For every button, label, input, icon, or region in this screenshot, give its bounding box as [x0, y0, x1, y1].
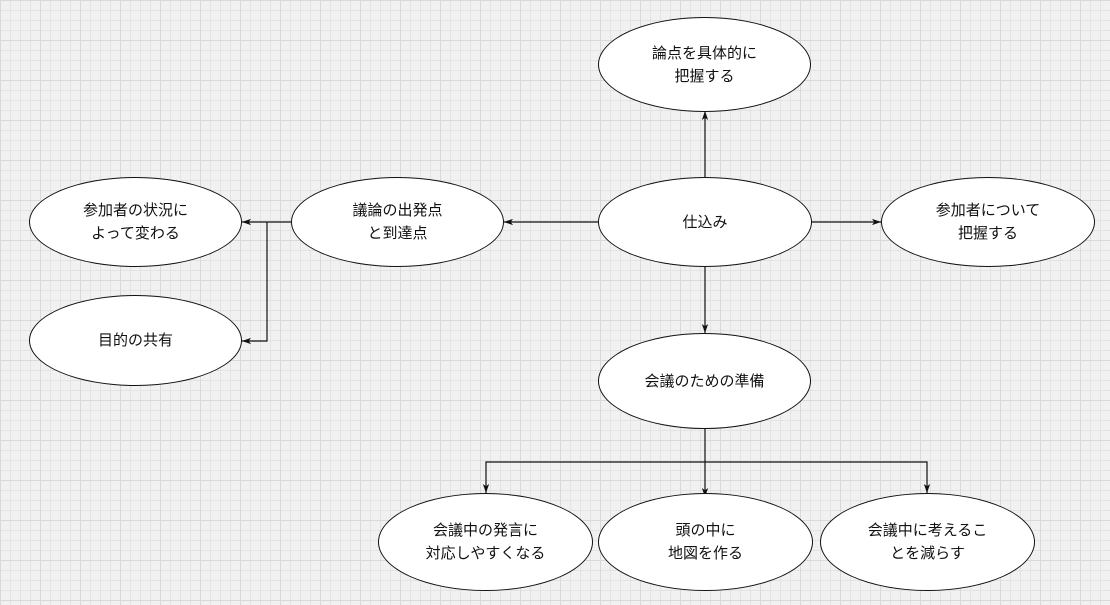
node-meeting-prep[interactable]: 会議のための準備 [598, 333, 811, 429]
edge-meeting-prep-to-respond [482, 461, 705, 493]
node-grasp-issues[interactable]: 論点を具体的に 把握する [598, 17, 811, 112]
node-map-head[interactable]: 頭の中に 地図を作る [598, 493, 813, 591]
node-respond[interactable]: 会議中の発言に 対応しやすくなる [378, 493, 593, 591]
edge-start-end-to-shared-purpose [242, 222, 268, 345]
node-shared-purpose[interactable]: 目的の共有 [29, 295, 242, 386]
node-varies[interactable]: 参加者の状況に よって変わる [29, 177, 242, 267]
node-start-end[interactable]: 議論の出発点 と到達点 [291, 177, 504, 267]
node-prep[interactable]: 仕込み [598, 177, 812, 267]
node-reduce-thinking[interactable]: 会議中に考えるこ とを減らす [820, 493, 1035, 591]
node-grasp-participants[interactable]: 参加者について 把握する [881, 177, 1095, 267]
edge-meeting-prep-to-reduce-thinking [705, 461, 931, 493]
